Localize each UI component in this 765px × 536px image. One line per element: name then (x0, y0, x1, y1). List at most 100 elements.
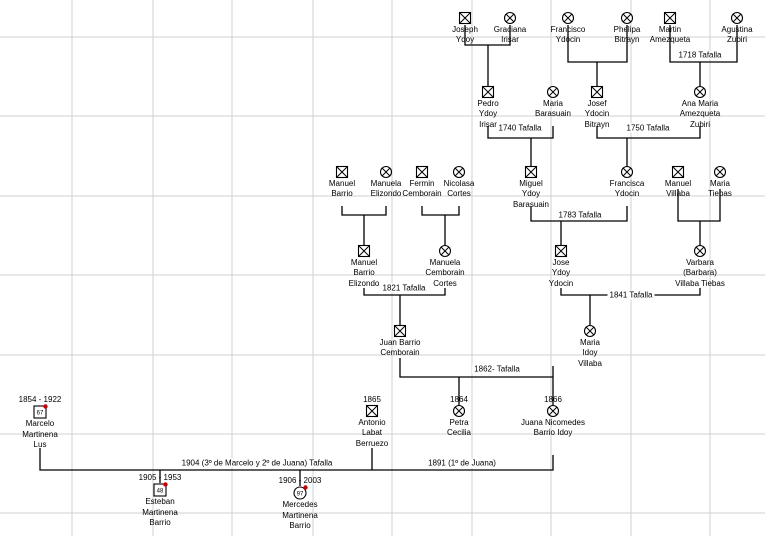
person-mercedes[interactable]: 97 (293, 485, 308, 500)
marriage-label: 1783 Tafalla (556, 210, 604, 220)
person-name: Jose Ydoy Ydocin (548, 257, 574, 288)
person-name: Antonio Labat Berruezo (355, 417, 389, 448)
person-name: Petra Cecilia (446, 417, 471, 438)
person-martin[interactable] (663, 11, 677, 25)
marriage-label: 1862- Tafalla (472, 364, 522, 374)
person-manuela-elizondo[interactable] (379, 165, 393, 179)
person-name: Fermin Cemborain (402, 178, 442, 199)
deceased-cross-icon (454, 406, 464, 416)
union-line (399, 358, 554, 405)
union-line (487, 126, 554, 166)
deceased-cross-icon (732, 13, 742, 23)
deceased-cross-icon (591, 86, 603, 98)
union-line (677, 189, 721, 245)
person-phelipa[interactable] (620, 11, 634, 25)
connector-lines (39, 25, 738, 486)
person-miguel[interactable] (524, 165, 538, 179)
union-line (596, 126, 701, 166)
person-pedro[interactable] (481, 85, 495, 99)
deceased-cross-icon (622, 167, 632, 177)
union-line (530, 206, 628, 245)
person-nicolasa[interactable] (452, 165, 466, 179)
person-name: Mercedes Martinena Barrio (282, 500, 318, 530)
person-manuel-villaba[interactable] (671, 165, 685, 179)
person-markers: 67 48 97 (33, 11, 744, 500)
deceased-cross-icon (715, 167, 725, 177)
person-maria-idoy[interactable] (583, 324, 597, 338)
person-name: Esteban Martinena Barrio (142, 497, 178, 527)
person-agustina[interactable] (730, 11, 744, 25)
person-name: Phelipa Bitrayn (613, 24, 641, 45)
deceased-cross-icon (416, 166, 428, 178)
person-juana[interactable] (546, 404, 560, 418)
male-square-icon (153, 483, 167, 497)
person-name: Varbara (Barbara) Villaba Tiebas (675, 257, 725, 288)
deceased-cross-icon (695, 246, 705, 256)
person-name: Francisca Ydocin (609, 178, 645, 199)
life-dates: 1905 - 1953 (138, 473, 182, 482)
deceased-cross-icon (505, 13, 515, 23)
life-dates: 1854 - 1922 (18, 395, 62, 404)
person-petra[interactable] (452, 404, 466, 418)
person-name: Joseph Ydoy (452, 24, 478, 45)
person-ana-maria[interactable] (693, 85, 707, 99)
life-dates: 1864 (450, 394, 468, 404)
male-square-icon (33, 405, 47, 419)
person-joseph[interactable] (458, 11, 472, 25)
person-name: Martin Amezqueta (649, 24, 691, 45)
age-at-death: 97 (297, 492, 304, 498)
person-name: Manuela Elizondo (370, 178, 402, 199)
person-josef[interactable] (590, 85, 604, 99)
person-name: Marcelo Martinena Lus (22, 419, 58, 449)
person-juan[interactable] (393, 324, 407, 338)
marriage-label: 1904 (3º de Marcelo y 2º de Juana) Tafal… (179, 458, 335, 468)
marriage-label: 1891 (1º de Juana) (426, 458, 498, 468)
person-manuel-barrio[interactable] (335, 165, 349, 179)
person-maria-tiebas[interactable] (713, 165, 727, 179)
record-badge-icon (163, 482, 168, 487)
person-graciana[interactable] (503, 11, 517, 25)
person-francisco[interactable] (561, 11, 575, 25)
union-line (567, 25, 628, 86)
person-fermin[interactable] (415, 165, 429, 179)
person-name: Francisco Ydocin (550, 24, 586, 45)
union-line (341, 206, 387, 245)
person-name: Juana Nicomedes Barrio Idoy (520, 417, 586, 438)
person-name: Pedro Ydoy Irisar (477, 98, 499, 129)
life-dates: 1866 (544, 394, 562, 404)
person-name: Juan Barrio Cemborain (379, 337, 421, 358)
life-dates: 1865 (363, 394, 381, 404)
deceased-cross-icon (336, 166, 348, 178)
deceased-cross-icon (695, 87, 705, 97)
deceased-cross-icon (440, 246, 450, 256)
deceased-cross-icon (672, 166, 684, 178)
person-maria-barasuain[interactable] (546, 85, 560, 99)
person-name: Maria Idoy Villaba (578, 337, 602, 368)
person-name: Manuel Barrio Elizondo (348, 257, 380, 288)
deceased-cross-icon (548, 87, 558, 97)
deceased-cross-icon (622, 13, 632, 23)
union-line (669, 25, 738, 86)
age-at-death: 48 (157, 489, 164, 495)
person-varbara[interactable] (693, 244, 707, 258)
person-manuela-cemborain[interactable] (438, 244, 452, 258)
deceased-cross-icon (525, 166, 537, 178)
deceased-cross-icon (381, 167, 391, 177)
life-dates: 1906 - 2003 (278, 476, 322, 485)
person-name: Miguel Ydoy Barasuain (512, 178, 550, 209)
person-name: Ana Maria Amezqueta Zubiri (679, 98, 721, 129)
deceased-cross-icon (664, 12, 676, 24)
union-line (421, 206, 460, 245)
person-name: Manuel Villaba (664, 178, 692, 199)
person-francisca[interactable] (620, 165, 634, 179)
person-manuel-barrio-elizondo[interactable] (357, 244, 371, 258)
deceased-cross-icon (459, 12, 471, 24)
person-name: Nicolasa Cortes (443, 178, 475, 199)
person-jose[interactable] (554, 244, 568, 258)
person-esteban[interactable]: 48 (153, 482, 168, 497)
person-marcelo[interactable]: 67 (33, 404, 48, 419)
person-name: Maria Barasuain (534, 98, 572, 119)
person-antonio[interactable] (365, 404, 379, 418)
deceased-cross-icon (454, 167, 464, 177)
